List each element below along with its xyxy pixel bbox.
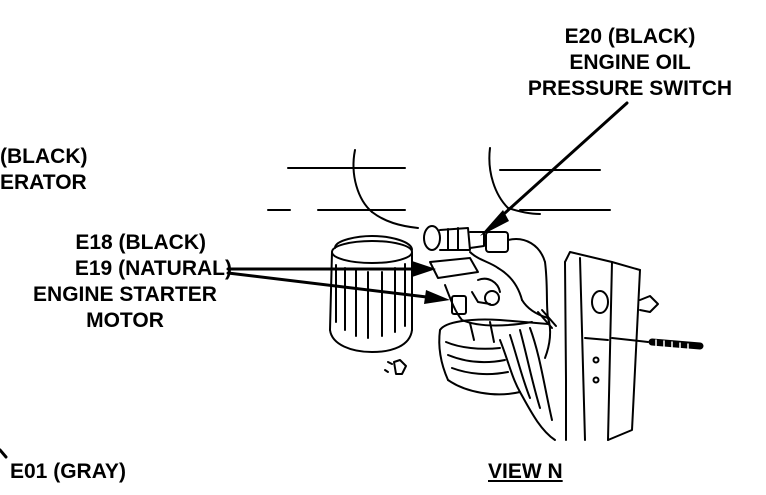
- generator-callout: (BLACK) ERATOR: [0, 144, 87, 196]
- starter-arrowhead-2: [424, 290, 450, 304]
- callout-line: ENGINE OIL: [569, 51, 691, 74]
- starter-motor: [438, 318, 556, 441]
- oil-pressure-switch-callout: E20 (BLACK) ENGINE OIL PRESSURE SWITCH: [500, 24, 760, 102]
- leader-arrows: [226, 101, 629, 300]
- starter-arrowhead-1: [412, 261, 436, 277]
- oil-switch-arrowhead: [480, 210, 509, 236]
- wiring-harness: [429, 251, 557, 359]
- arrowheads: [412, 210, 509, 304]
- callout-line: MOTOR: [86, 309, 164, 332]
- oil-switch-arrow-line: [493, 101, 629, 224]
- callout-line: ENGINE STARTER: [33, 283, 217, 306]
- oil-pressure-switch: [423, 225, 546, 263]
- starter-motor-callout-cont: ENGINE STARTER MOTOR: [0, 282, 250, 334]
- mounting-bracket: [564, 251, 659, 441]
- callout-line: (BLACK): [0, 145, 88, 168]
- callout-line: E18 (BLACK): [75, 231, 206, 254]
- callout-line: E20 (BLACK): [564, 25, 696, 48]
- starter-arrow-line-2: [226, 271, 437, 300]
- engine-block: [267, 147, 611, 229]
- view-label: VIEW N: [488, 460, 563, 483]
- callout-line: PRESSURE SWITCH: [527, 77, 733, 100]
- callout-line: E19 (NATURAL): [74, 257, 232, 280]
- bolt: [384, 359, 407, 375]
- callout-line: ERATOR: [0, 171, 87, 194]
- battery-cable: [611, 337, 704, 353]
- e01-leader-line: [0, 448, 8, 459]
- gray-connector-callout: E01 (GRAY): [10, 460, 126, 483]
- starter-motor-callout: E18 (BLACK) E19 (NATURAL): [6, 230, 232, 282]
